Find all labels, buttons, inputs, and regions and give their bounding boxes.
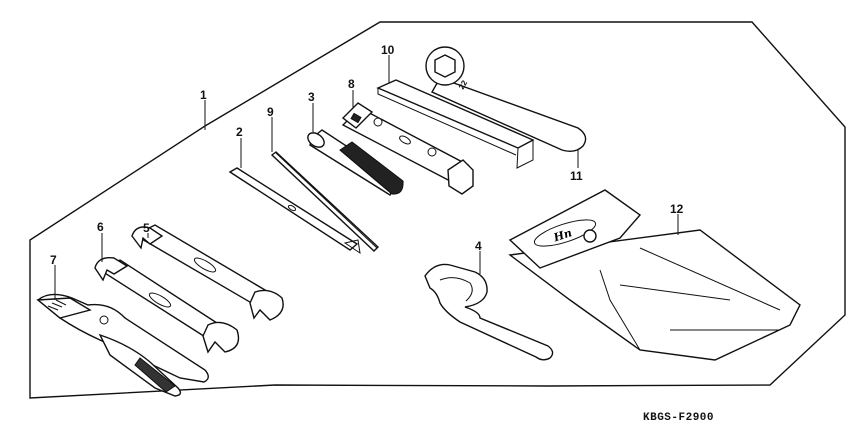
pliers <box>36 293 209 397</box>
callout-7: 7 <box>50 253 57 267</box>
callout-8: 8 <box>348 77 355 91</box>
screwdriver-shaft <box>270 151 380 252</box>
open-end-wrench-lower <box>94 257 240 354</box>
callout-6: 6 <box>97 220 104 234</box>
leader-lines <box>54 55 679 300</box>
callout-2: 2 <box>236 125 243 139</box>
callout-3: 3 <box>308 90 315 104</box>
callout-10: 10 <box>381 43 395 57</box>
callout-9: 9 <box>267 105 274 119</box>
callouts: 1 2 3 4 5 6 7 8 9 10 11 12 <box>50 43 684 267</box>
bag-logo: Hn <box>551 226 573 244</box>
callout-11: 11 <box>570 169 583 183</box>
tool-bag: Hn <box>508 189 801 361</box>
screwdriver-bit <box>228 167 361 255</box>
kit-boundary <box>29 21 846 399</box>
callout-5: 5 <box>143 221 150 235</box>
pin-spanner <box>424 263 554 361</box>
callout-12: 12 <box>670 202 684 216</box>
spark-plug-wrench <box>341 102 474 195</box>
open-end-wrench-upper <box>131 224 284 321</box>
callout-1: 1 <box>200 88 207 102</box>
callout-4: 4 <box>475 239 482 253</box>
drawing-code: KBGS-F2900 <box>643 412 714 424</box>
extension-bar <box>376 79 535 169</box>
screwdriver-handle <box>307 129 404 196</box>
